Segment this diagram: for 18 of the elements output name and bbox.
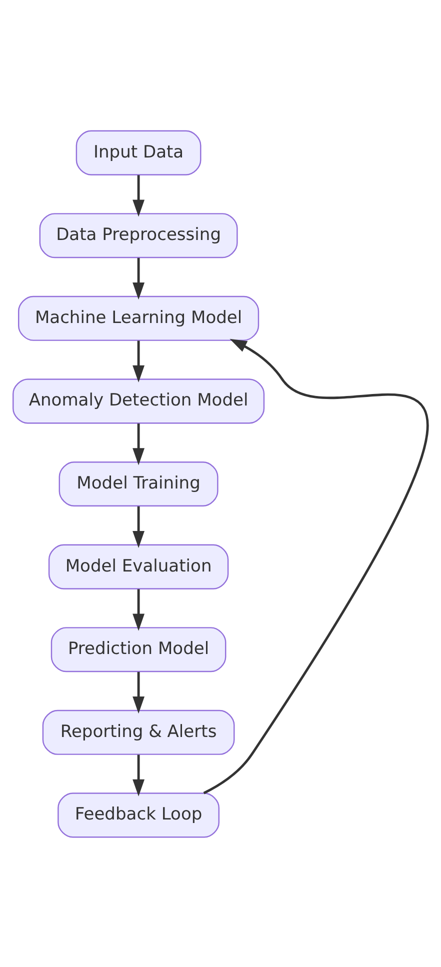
arrow — [132, 754, 145, 796]
arrow — [132, 588, 145, 630]
arrow — [132, 340, 145, 382]
node-box: Feedback Loop — [58, 792, 220, 838]
arrow — [203, 338, 428, 794]
node-box: Data Preprocessing — [39, 212, 238, 258]
arrow — [132, 671, 145, 714]
arrow — [132, 423, 145, 465]
arrow — [132, 257, 145, 300]
node-box: Reporting & Alerts — [42, 709, 235, 754]
node-box: Prediction Model — [50, 626, 226, 672]
node-box: Model Training — [58, 460, 218, 506]
node-box: Machine Learning Model — [18, 295, 260, 340]
arrow — [132, 506, 145, 548]
arrow — [132, 174, 145, 216]
node-box: Model Evaluation — [48, 544, 229, 589]
node-box: Input Data — [76, 130, 202, 175]
node-box: Anomaly Detection Model — [12, 378, 265, 424]
